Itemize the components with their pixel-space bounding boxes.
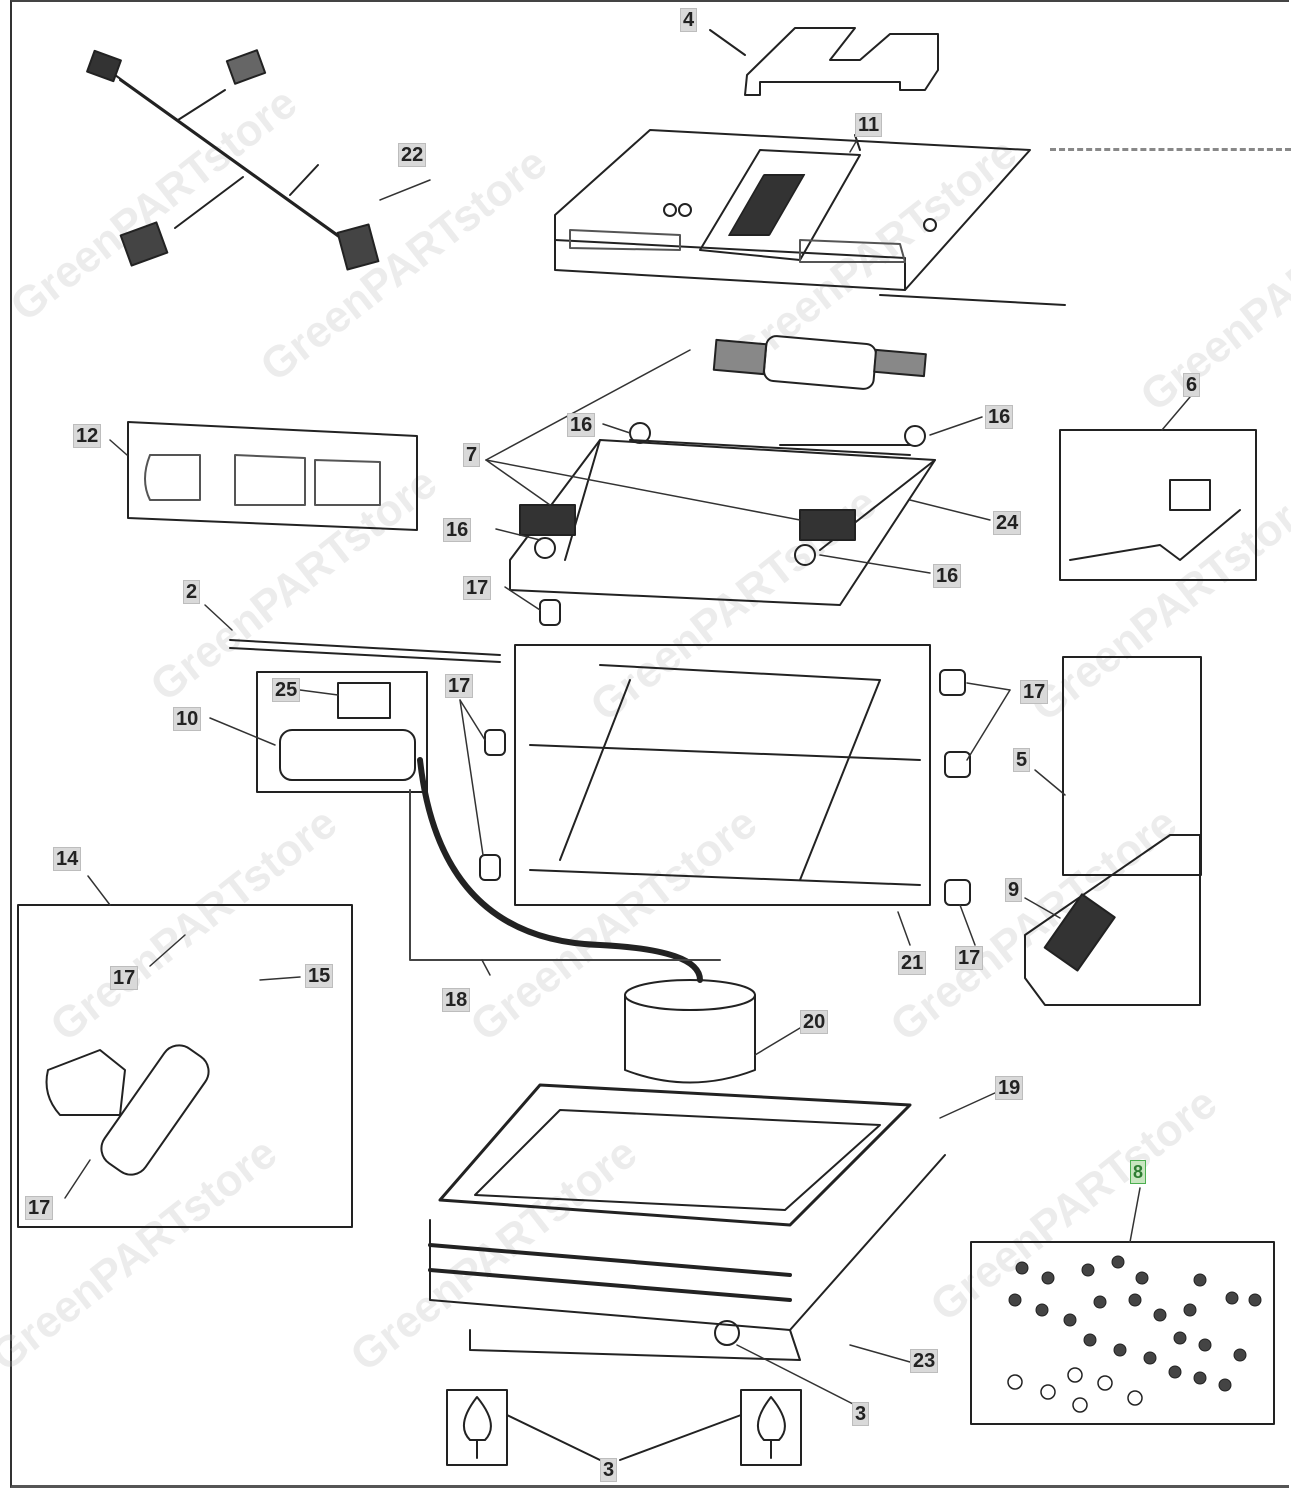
diagram-frame: [10, 0, 1289, 1488]
wiring-harness: [86, 49, 380, 271]
callout-25[interactable]: 25: [272, 678, 301, 702]
callout-9[interactable]: 9: [1005, 878, 1023, 902]
callout-16[interactable]: 16: [443, 518, 472, 542]
callout-16[interactable]: 16: [933, 564, 962, 588]
latch-box: [1059, 429, 1257, 581]
callout-11[interactable]: 11: [855, 113, 883, 137]
callout-5[interactable]: 5: [1013, 748, 1031, 772]
cover-plate: [744, 27, 939, 96]
callout-17[interactable]: 17: [110, 966, 139, 990]
hardware-box: [970, 1241, 1275, 1425]
callout-3[interactable]: 3: [600, 1458, 618, 1482]
screws: [1008, 1255, 1262, 1392]
shock-absorber: [712, 335, 927, 390]
release-rod: [229, 639, 501, 656]
continuation-dashed-line: [1050, 148, 1291, 151]
callout-18[interactable]: 18: [442, 988, 471, 1012]
callout-23[interactable]: 23: [910, 1349, 939, 1373]
callout-22[interactable]: 22: [398, 143, 427, 167]
callout-4[interactable]: 4: [680, 8, 698, 32]
callout-7[interactable]: 7: [463, 443, 481, 467]
callout-3[interactable]: 3: [852, 1402, 870, 1426]
callout-17[interactable]: 17: [955, 946, 984, 970]
callout-6[interactable]: 6: [1183, 373, 1201, 397]
bumper-box-left: [446, 1389, 508, 1466]
callout-16[interactable]: 16: [985, 405, 1014, 429]
compressor-box: [256, 671, 428, 793]
suspension-frame: [509, 422, 936, 606]
air-spring: [624, 979, 756, 1084]
callout-14[interactable]: 14: [53, 847, 82, 871]
callout-10[interactable]: 10: [173, 707, 202, 731]
handles-box: [127, 421, 418, 531]
callout-17[interactable]: 17: [445, 674, 474, 698]
spring-box: [1024, 834, 1201, 1006]
callout-17[interactable]: 17: [463, 576, 492, 600]
callout-16[interactable]: 16: [567, 413, 596, 437]
callout-12[interactable]: 12: [73, 424, 102, 448]
air-hose: [417, 757, 703, 983]
callout-17[interactable]: 17: [25, 1196, 54, 1220]
bracket-box: [1062, 656, 1202, 876]
callout-20[interactable]: 20: [800, 1010, 829, 1034]
callout-21[interactable]: 21: [898, 951, 927, 975]
scissor-box: [514, 644, 931, 906]
callout-24[interactable]: 24: [993, 511, 1022, 535]
callout-17[interactable]: 17: [1020, 680, 1049, 704]
bellows-cover: [428, 1083, 946, 1361]
upper-seat-frame: [554, 129, 1066, 306]
bumper-box-right: [740, 1389, 802, 1466]
callout-2[interactable]: 2: [183, 580, 201, 604]
callout-19[interactable]: 19: [995, 1076, 1024, 1100]
cylinder-box: [17, 904, 353, 1228]
callout-15[interactable]: 15: [305, 964, 334, 988]
callout-8-selected[interactable]: 8: [1130, 1160, 1147, 1184]
